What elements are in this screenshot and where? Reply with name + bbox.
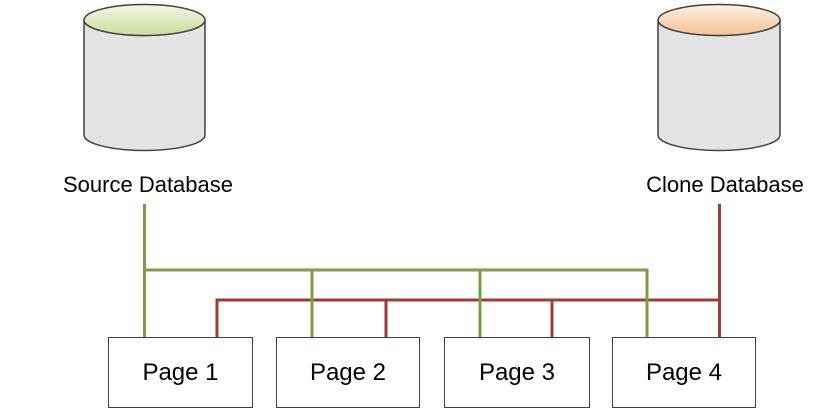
- page-box-3: Page 3: [444, 337, 590, 408]
- page-box-4-label: Page 4: [645, 358, 723, 386]
- page-box-2: Page 2: [276, 337, 420, 408]
- clone-database-label: Clone Database: [646, 172, 804, 197]
- source-connector-lines: [143, 204, 649, 338]
- source-cylinder-body: [83, 19, 206, 152]
- page-box-4: Page 4: [612, 337, 756, 408]
- source-cylinder-top: [83, 3, 206, 37]
- source-database-icon: [83, 3, 206, 152]
- clone-connector-lines: [215, 204, 721, 338]
- clone-cylinder-top: [657, 3, 781, 37]
- clone-database-icon: [657, 3, 781, 152]
- clone-cylinder-body: [657, 19, 781, 152]
- page-box-2-label: Page 2: [309, 358, 387, 386]
- page-box-3-label: Page 3: [478, 358, 556, 386]
- page-box-1: Page 1: [108, 337, 253, 408]
- page-box-1-label: Page 1: [142, 358, 219, 386]
- source-database-label: Source Database: [63, 172, 233, 197]
